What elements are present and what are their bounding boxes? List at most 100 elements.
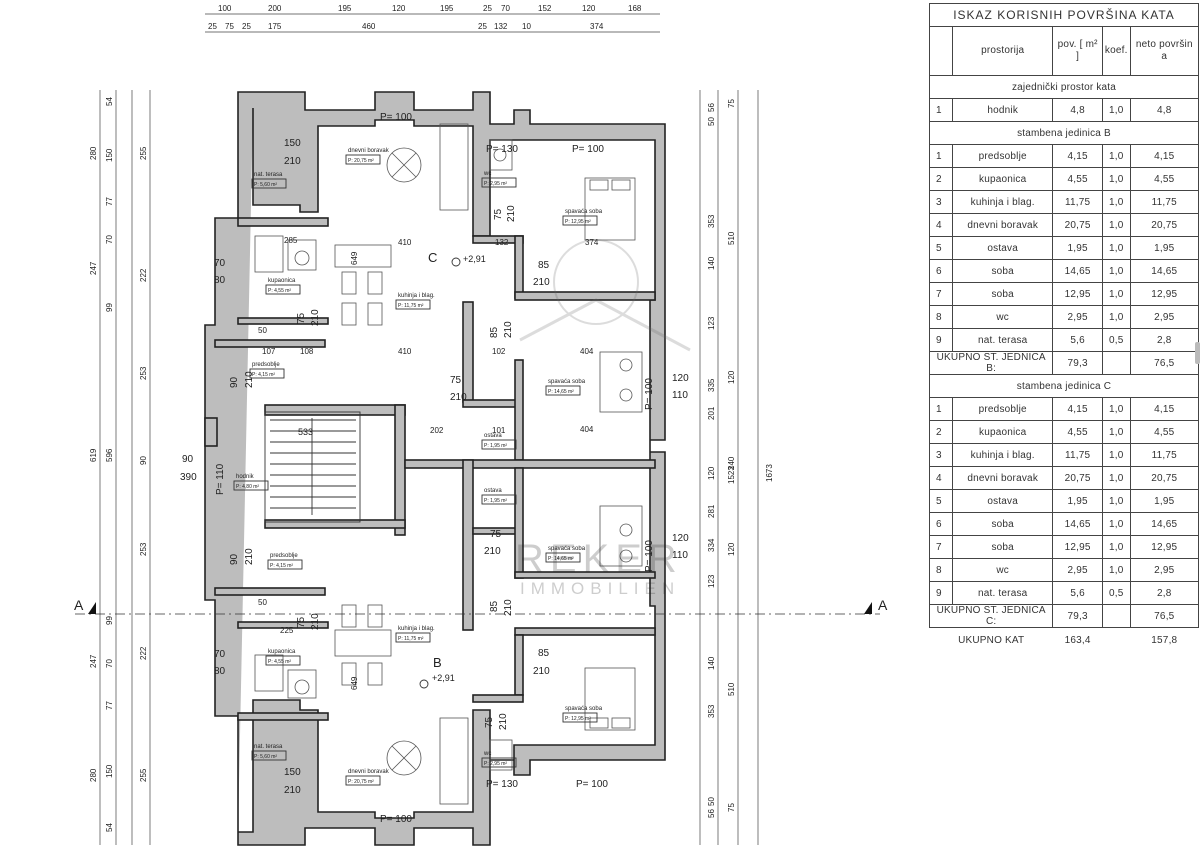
svg-text:P: 5,60 m²: P: 5,60 m² <box>254 754 277 760</box>
row-gross: 4,55 <box>1052 167 1103 191</box>
svg-text:75: 75 <box>450 375 462 386</box>
dimension-label: 281 <box>707 504 716 518</box>
dimension-label: 334 <box>707 538 716 552</box>
row-room: dnevni boravak <box>951 213 1054 237</box>
svg-text:90: 90 <box>229 376 240 388</box>
svg-text:75: 75 <box>493 208 504 220</box>
svg-text:hodnik: hodnik <box>236 474 255 480</box>
dimension-label: 253 <box>139 366 148 380</box>
dimension-label: 510 <box>727 231 736 245</box>
row-coef: 1,0 <box>1101 443 1131 467</box>
dimension-label: 70 <box>105 659 114 668</box>
header-coef: koef. <box>1101 26 1131 76</box>
svg-text:P: 12,95 m²: P: 12,95 m² <box>565 716 591 722</box>
svg-text:spavaća soba: spavaća soba <box>565 209 603 215</box>
row-number: 3 <box>929 443 953 467</box>
row-coef: 1,0 <box>1101 305 1131 329</box>
row-gross: 14,65 <box>1052 259 1103 283</box>
dimension-label: 25 <box>242 22 251 31</box>
row-net: 2,95 <box>1129 305 1200 329</box>
dimension-label: 50 <box>707 797 716 806</box>
svg-text:dnevni boravak: dnevni boravak <box>348 769 390 775</box>
row-coef: 1,0 <box>1101 489 1131 513</box>
row-gross: 4,55 <box>1052 420 1103 444</box>
dimension-label: 140 <box>707 656 716 670</box>
dimension-label: 100 <box>218 4 232 13</box>
dimension-label: 200 <box>268 4 282 13</box>
row-number: 3 <box>929 190 953 214</box>
row-net: 12,95 <box>1129 535 1200 559</box>
row-gross: 20,75 <box>1052 466 1103 490</box>
dimension-label: 195 <box>440 4 454 13</box>
svg-text:kupaonica: kupaonica <box>268 278 296 284</box>
dimension-label: 75 <box>727 803 736 812</box>
row-net: 2,95 <box>1129 558 1200 582</box>
row-coef: 1,0 <box>1101 213 1131 237</box>
svg-text:210: 210 <box>503 599 514 616</box>
row-number: 9 <box>929 581 953 605</box>
svg-text:108: 108 <box>300 347 314 356</box>
section-total-label: UKUPNO ST. JEDNICA B: <box>928 351 1054 375</box>
svg-text:85: 85 <box>538 648 550 659</box>
svg-text:120: 120 <box>672 533 689 544</box>
svg-text:404: 404 <box>580 425 594 434</box>
svg-text:202: 202 <box>430 426 444 435</box>
grand-total-gross: 163,4 <box>1064 634 1091 646</box>
right-dimension-lines: 5650353140123335201120281334123140353505… <box>699 90 774 845</box>
dimension-label: 25 <box>483 4 492 13</box>
room-label: kuhinja i blag.P: 11,75 m² <box>395 293 435 310</box>
row-net: 2,8 <box>1129 581 1200 605</box>
svg-text:75: 75 <box>296 616 307 628</box>
svg-text:210: 210 <box>244 371 255 388</box>
row-gross: 11,75 <box>1052 190 1103 214</box>
room-label: kupaonica P: 4,55 m² <box>265 278 301 295</box>
row-coef: 1,0 <box>1101 420 1131 444</box>
row-coef: 1,0 <box>1101 259 1131 283</box>
row-room: soba <box>951 282 1054 306</box>
row-net: 14,65 <box>1129 259 1200 283</box>
scrollbar[interactable] <box>1195 342 1200 364</box>
svg-text:110: 110 <box>672 550 688 561</box>
svg-text:predsoblje: predsoblje <box>270 553 298 559</box>
svg-text:210: 210 <box>533 277 550 288</box>
svg-text:P: 2,95 m²: P: 2,95 m² <box>484 181 507 187</box>
dimension-label: 54 <box>105 97 114 106</box>
dimension-label: 90 <box>139 456 148 465</box>
dimension-label: 75 <box>727 99 736 108</box>
row-coef: 1,0 <box>1101 282 1131 306</box>
row-net: 4,8 <box>1129 98 1200 122</box>
svg-text:90: 90 <box>182 454 194 465</box>
row-net: 4,15 <box>1129 144 1200 168</box>
row-coef: 1,0 <box>1101 98 1131 122</box>
row-coef: 1,0 <box>1101 397 1131 421</box>
svg-text:70: 70 <box>214 258 226 269</box>
section-total-coef <box>1101 604 1131 628</box>
row-room: wc <box>951 305 1054 329</box>
row-gross: 4,15 <box>1052 144 1103 168</box>
svg-text:P: 4,55 m²: P: 4,55 m² <box>268 659 291 665</box>
dimension-label: 120 <box>727 542 736 556</box>
row-net: 1,95 <box>1129 236 1200 260</box>
dimension-label: 140 <box>707 256 716 270</box>
row-number: 4 <box>929 213 953 237</box>
dimension-label: 120 <box>727 370 736 384</box>
svg-text:70: 70 <box>214 649 226 660</box>
svg-text:P= 100: P= 100 <box>380 814 412 825</box>
row-room: kupaonica <box>951 167 1054 191</box>
row-net: 2,8 <box>1129 328 1200 352</box>
row-room: kuhinja i blag. <box>951 443 1054 467</box>
svg-text:210: 210 <box>484 546 501 557</box>
svg-text:80: 80 <box>214 275 226 286</box>
dimension-label: 1673 <box>765 464 774 482</box>
table-title: ISKAZ KORISNIH POVRŠINA KATA <box>929 3 1199 27</box>
dimension-label: 240 <box>727 456 736 470</box>
svg-text:P: 4,55 m²: P: 4,55 m² <box>268 288 291 294</box>
svg-text:P: 20,75 m²: P: 20,75 m² <box>348 779 374 785</box>
svg-text:649: 649 <box>350 251 359 265</box>
dimension-label: 1523 <box>727 466 736 484</box>
inner-dimension-labels: 410 132 374 107 108 410 202 101 102 404 … <box>258 236 599 690</box>
